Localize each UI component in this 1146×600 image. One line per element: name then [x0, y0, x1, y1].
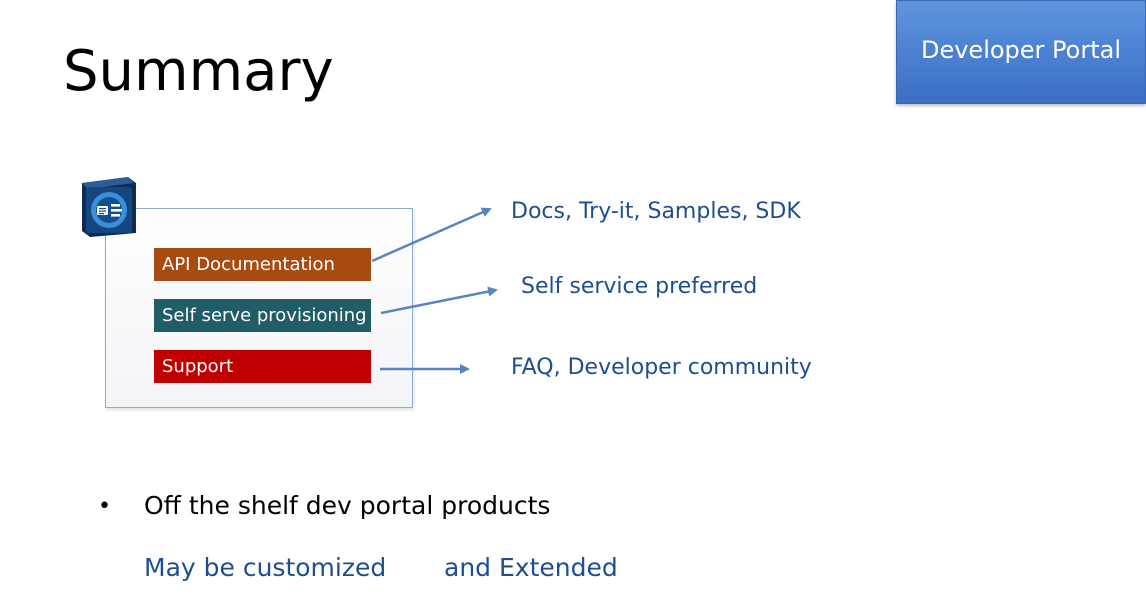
api-management-icon [82, 177, 136, 237]
outcome-self-service: Self service preferred [521, 274, 758, 299]
feature-support: Support [154, 350, 371, 383]
section-tag-label: Developer Portal [920, 36, 1121, 64]
note-extended: and Extended [444, 553, 618, 582]
arrow-self-to-service [380, 286, 498, 315]
section-tag: Developer Portal [896, 0, 1146, 104]
feature-api-documentation-label: API Documentation [162, 254, 335, 275]
bullet-marker: • [98, 494, 111, 519]
feature-self-serve-provisioning: Self serve provisioning [154, 299, 371, 332]
feature-self-serve-provisioning-label: Self serve provisioning [162, 305, 367, 326]
outcome-docs: Docs, Try-it, Samples, SDK [511, 199, 801, 224]
arrow-api-to-docs [371, 207, 492, 263]
note-customized: May be customized [144, 553, 387, 582]
feature-api-documentation: API Documentation [154, 248, 371, 281]
slide-title: Summary [63, 39, 334, 104]
feature-support-label: Support [162, 356, 234, 377]
bullet-item: Off the shelf dev portal products [144, 491, 551, 520]
outcome-faq: FAQ, Developer community [511, 355, 812, 380]
